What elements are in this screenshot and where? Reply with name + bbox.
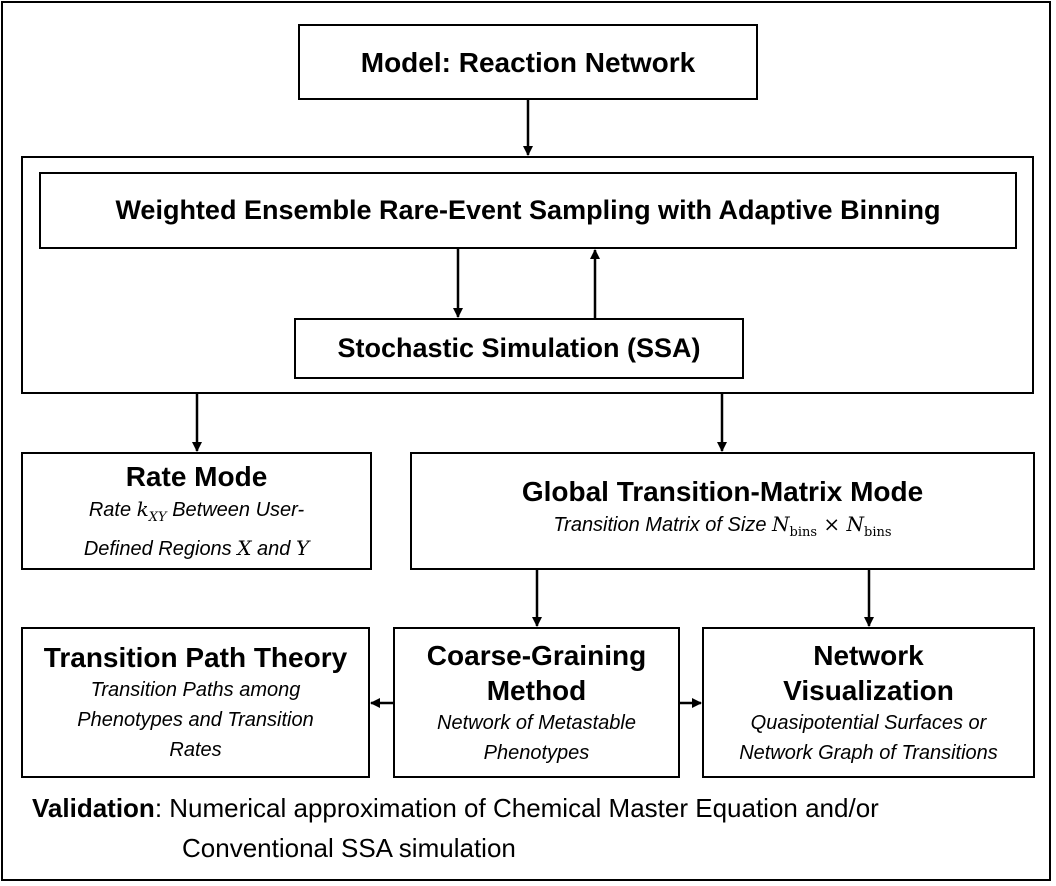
ssa-title: Stochastic Simulation (SSA) [337,333,701,363]
validation-text-line1: : Numerical approximation of Chemical Ma… [154,793,879,823]
model-reaction-network-box: Model: Reaction Network [298,24,758,100]
network-vis-title-line1: Network [813,639,924,671]
coarse-sub-line1: Network of Metastable [437,711,636,734]
rate-mode-line1: Rate kXY Between User- [88,496,305,525]
tpt-sub-line1: Transition Paths among [90,679,301,701]
rate-mode-title: Rate Mode [125,460,268,492]
weighted-ensemble-title: Weighted Ensemble Rare-Event Sampling wi… [115,195,941,225]
coarse-sub-line2: Phenotypes [483,741,590,764]
coarse-graining-method-box: Coarse-Graining Method Network of Metast… [393,627,680,778]
network-vis-sub-line2: Network Graph of Transitions [739,741,998,764]
global-mode-title: Global Transition-Matrix Mode [521,476,924,507]
validation-note: Validation: Numerical approximation of C… [32,788,1042,868]
global-mode-subtitle: Transition Matrix of Size Nbins × Nbins [553,512,892,540]
coarse-title-line2: Method [486,674,587,706]
tpt-sub-line2: Phenotypes and Transition [77,709,314,731]
transition-path-theory-box: Transition Path Theory Transition Paths … [21,627,370,778]
rate-mode-line2: Defined Regions X and Y [83,535,310,560]
network-vis-title-line2: Visualization [783,674,954,706]
network-visualization-box: Network Visualization Quasipotential Sur… [702,627,1035,778]
rate-mode-box: Rate Mode Rate kXY Between User- Defined… [21,452,372,570]
tpt-title: Transition Path Theory [43,642,348,673]
model-title: Model: Reaction Network [360,46,696,78]
validation-text-line2: Conventional SSA simulation [182,833,516,863]
validation-label: Validation [32,793,155,823]
global-transition-matrix-mode-box: Global Transition-Matrix Mode Transition… [410,452,1035,570]
tpt-sub-line3: Rates [169,739,222,761]
network-vis-sub-line1: Quasipotential Surfaces or [750,711,987,734]
ssa-box: Stochastic Simulation (SSA) [294,318,744,379]
coarse-title-line1: Coarse-Graining [426,639,647,671]
weighted-ensemble-box: Weighted Ensemble Rare-Event Sampling wi… [39,172,1017,249]
